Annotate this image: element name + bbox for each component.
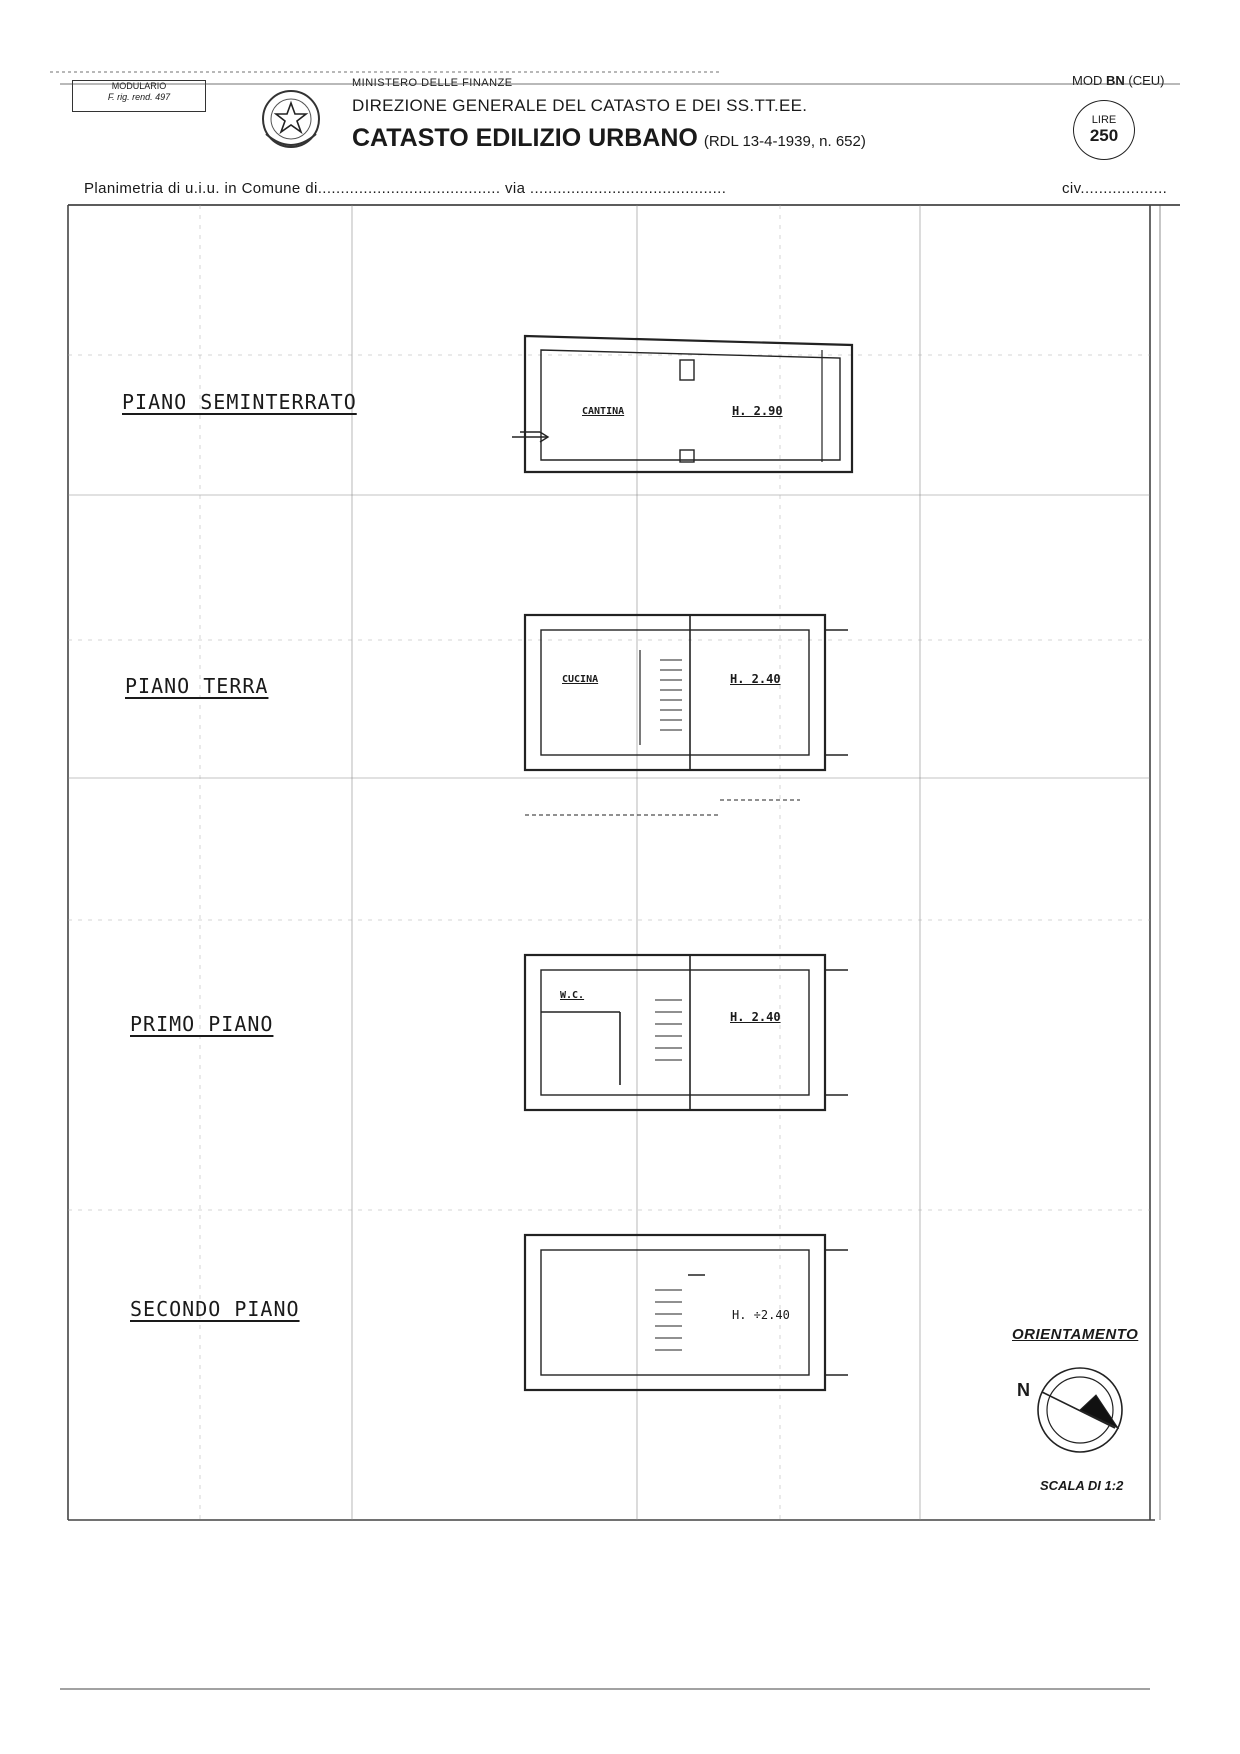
lire-stamp: LIRE 250 — [1073, 100, 1135, 160]
terra-stairs — [660, 659, 682, 731]
modulario-box: MODULARIO F. rig. rend. 497 — [72, 80, 206, 112]
secondo-stairs — [655, 1289, 682, 1351]
civic-number-line: civ................... — [1062, 180, 1168, 197]
floor-label-secondo: SECONDO PIANO — [130, 1297, 300, 1321]
floor-label-terra: PIANO TERRA — [125, 674, 269, 698]
compass-icon — [1037, 1367, 1123, 1453]
ministry-name: MINISTERO DELLE FINANZE — [352, 77, 513, 89]
height-label-primo: H. 2.40 — [730, 1010, 781, 1024]
floor-label-primo: PRIMO PIANO — [130, 1012, 274, 1036]
lire-value: 250 — [1089, 126, 1119, 145]
rdl-reference: (RDL 13-4-1939, n. 652) — [703, 133, 866, 150]
orientation-label: ORIENTAMENTO — [1012, 1326, 1139, 1343]
height-label-terra: H. 2.40 — [730, 672, 781, 686]
room-label-cucina: CUCINA — [562, 674, 599, 685]
primo-stairs — [655, 999, 682, 1061]
plan-terra — [523, 613, 848, 816]
height-label-seminterrato: H. 2.90 — [732, 404, 783, 418]
modulario-ref: F. rig. rend. 497 — [107, 92, 171, 102]
catasto-name: CATASTO EDILIZIO URBANO — [352, 124, 698, 152]
catasto-title: CATASTO EDILIZIO URBANO (RDL 13-4-1939, n… — [352, 124, 866, 153]
emblem-icon — [262, 90, 320, 148]
terra-dimension-line — [525, 799, 800, 816]
plan-primo — [523, 953, 848, 1112]
modulario-title: MODULARIO — [111, 81, 167, 91]
planimetria-line: Planimetria di u.i.u. in Comune di......… — [84, 180, 727, 197]
room-label-wc: W.C. — [560, 990, 585, 1001]
scale-label: SCALA DI 1:2 — [1040, 1478, 1124, 1493]
floor-label-seminterrato: PIANO SEMINTERRATO — [122, 390, 357, 414]
lire-label: LIRE — [1091, 114, 1117, 126]
plan-secondo — [523, 1233, 848, 1392]
height-label-secondo: H. ÷2.40 — [732, 1308, 790, 1322]
direzione-title: DIREZIONE GENERALE DEL CATASTO E DEI SS.… — [352, 96, 808, 115]
plan-seminterrato — [512, 334, 854, 474]
room-label-cantina: CANTINA — [582, 406, 625, 417]
north-label: N — [1017, 1380, 1030, 1400]
